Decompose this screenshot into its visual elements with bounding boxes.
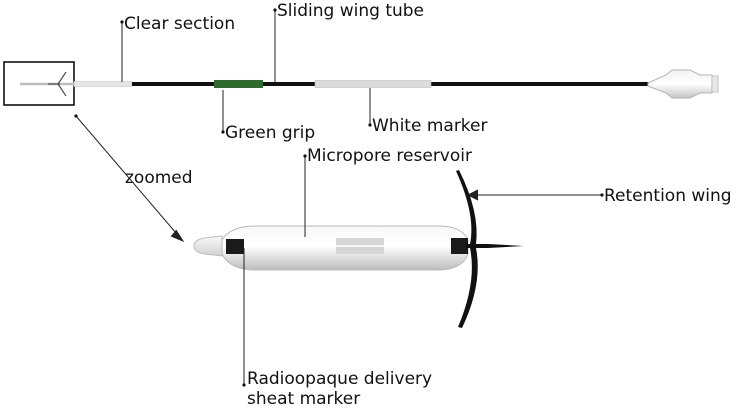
label-white-marker: White marker (372, 116, 488, 136)
luer-hub (647, 69, 719, 99)
green-grip (214, 80, 263, 88)
label-radiopaque-line1: Radioopaque delivery (247, 369, 433, 389)
label-zoomed: zoomed (125, 168, 193, 188)
clear-section (73, 81, 133, 87)
label-sliding-wing-tube: Sliding wing tube (277, 1, 425, 21)
zoomed-device (193, 170, 524, 328)
catheter-tip-wing (48, 71, 67, 97)
retention-wing (456, 170, 524, 328)
radiopaque-band-left (226, 239, 244, 254)
label-green-grip: Green grip (225, 123, 316, 143)
device-tip (193, 235, 223, 257)
label-micropore-reservoir: Micropore reservoir (307, 146, 472, 166)
leader-lines (75, 10, 602, 385)
label-retention-wing: Retention wing (604, 186, 732, 206)
catheter-assembly (3, 61, 719, 106)
label-clear-section: Clear section (124, 14, 236, 34)
radiopaque-band-right (451, 238, 468, 254)
label-radiopaque-line2: sheat marker (247, 389, 361, 409)
white-marker (314, 80, 432, 88)
leader-dots (74, 8, 604, 387)
